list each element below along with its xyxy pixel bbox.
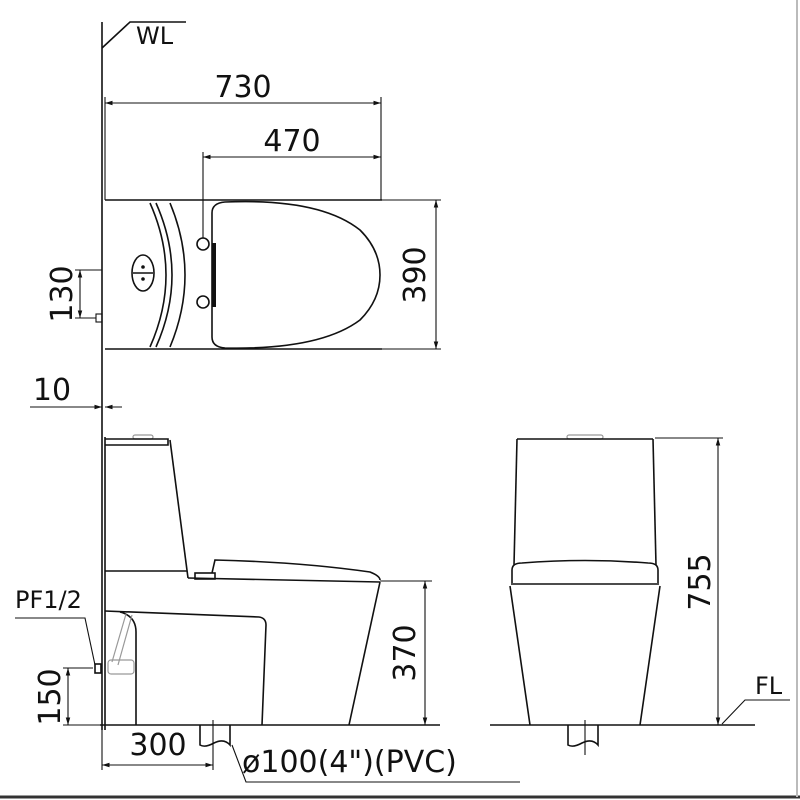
dim-370-label: 370 bbox=[388, 624, 423, 681]
dim-300 bbox=[101, 730, 213, 770]
dim-470 bbox=[202, 152, 381, 238]
fl-leader bbox=[721, 699, 790, 725]
top-view bbox=[95, 199, 382, 350]
dim-730 bbox=[104, 97, 382, 200]
dim-390 bbox=[382, 199, 441, 350]
dim-130 bbox=[75, 269, 102, 319]
seat-lid-top bbox=[211, 200, 381, 349]
dim-755-label: 755 bbox=[683, 553, 718, 610]
wl-label: WL bbox=[136, 22, 174, 50]
dim-10-label: 10 bbox=[33, 373, 71, 408]
hinge-icon bbox=[196, 295, 210, 309]
wall-line bbox=[101, 21, 186, 730]
dim-730-label: 730 bbox=[214, 70, 271, 105]
front-view bbox=[490, 434, 755, 755]
dim-390-label: 390 bbox=[398, 246, 433, 303]
drain-label: ø100(4")(PVC) bbox=[242, 745, 457, 780]
hinge-icon bbox=[196, 237, 210, 251]
dim-130-label: 130 bbox=[45, 265, 80, 322]
flush-button-icon bbox=[131, 254, 155, 292]
dim-300-label: 300 bbox=[129, 728, 186, 763]
dim-150 bbox=[63, 667, 100, 726]
dim-470-label: 470 bbox=[263, 124, 320, 159]
side-view bbox=[94, 434, 440, 770]
pf-leader bbox=[15, 617, 96, 666]
pf-label: PF1/2 bbox=[15, 586, 82, 614]
fl-label: FL bbox=[755, 672, 783, 700]
dim-755 bbox=[655, 437, 723, 725]
drain-leader bbox=[231, 744, 520, 783]
dim-150-label: 150 bbox=[33, 668, 68, 725]
